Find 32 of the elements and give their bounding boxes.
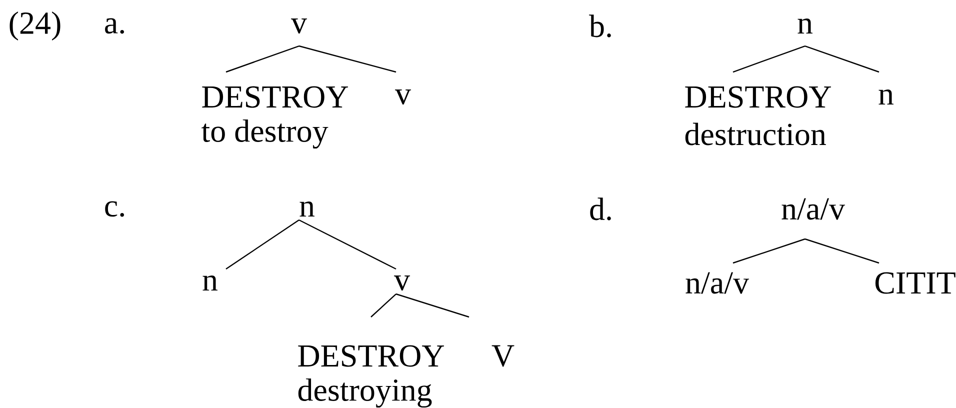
- tree-branch: [226, 45, 300, 73]
- tree-branch: [226, 220, 300, 270]
- tree-label: n: [300, 201, 315, 217]
- tree-label: DESTROY: [202, 86, 348, 108]
- tree-branch: [732, 238, 806, 264]
- tree-branch: [298, 219, 396, 270]
- tree-label: n/a/v: [782, 198, 845, 220]
- tree-label: n/a/v: [686, 272, 749, 294]
- tree-branch: [732, 45, 806, 73]
- tree-branch: [370, 294, 396, 318]
- tree-label: V: [492, 345, 514, 367]
- tree-branch: [298, 45, 396, 73]
- tree-label: CITIT: [875, 272, 956, 294]
- tree-branch: [396, 293, 470, 318]
- item-letter: d.: [590, 198, 611, 220]
- tree-label: DESTROY: [685, 86, 831, 108]
- tree-label: n: [202, 275, 218, 291]
- tree-branch: [804, 238, 880, 264]
- gloss-text: destroying: [298, 378, 432, 408]
- tree-label: DESTROY: [298, 345, 444, 367]
- tree-label: v: [395, 90, 411, 104]
- item-letter: c.: [105, 201, 124, 217]
- tree-branch: [804, 45, 880, 73]
- tree-label: v: [291, 18, 307, 34]
- tree-label: n: [798, 18, 813, 34]
- tree-label: n: [878, 89, 894, 105]
- example-number: (24): [10, 12, 60, 41]
- tree-label: v: [394, 276, 410, 290]
- item-letter: b.: [589, 14, 611, 38]
- gloss-text: destruction: [685, 122, 826, 146]
- gloss-text: to destroy: [202, 119, 328, 149]
- item-letter: a.: [105, 18, 124, 34]
